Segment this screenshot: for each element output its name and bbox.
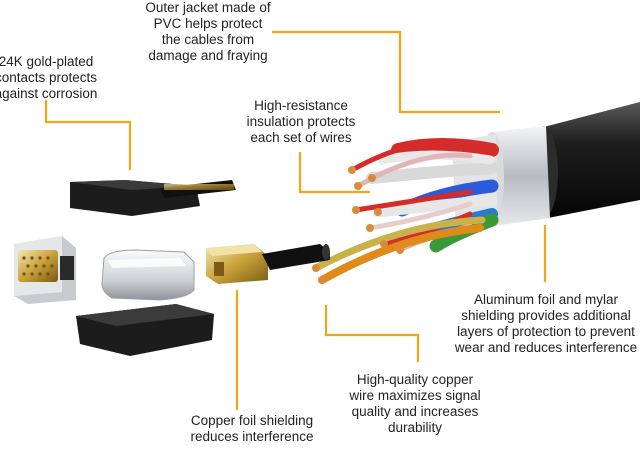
copper-wire-annotation-line: durability — [387, 420, 443, 435]
foil-annotation-line: shielding provides additional — [461, 308, 631, 323]
copper-wire-annotation: High-quality copper wire maximizes signa… — [340, 372, 490, 436]
copper-foil-annotation-line: Copper foil shielding — [190, 413, 314, 428]
copper-foil-piece — [206, 244, 330, 284]
gold-annotation-line: against corrosion — [0, 86, 98, 101]
jacket-annotation: Outer jacket made of PVC helps protect t… — [143, 0, 273, 64]
insulation-annotation-line: each set of wires — [250, 130, 352, 145]
jacket-annotation-line: PVC helps protect — [153, 16, 263, 31]
copper-wire-annotation-line: quality and increases — [351, 404, 479, 419]
cable-illustration — [312, 102, 640, 284]
foil-annotation: Aluminum foil and mylar shielding provid… — [446, 292, 640, 356]
metal-shell — [101, 249, 195, 301]
leader-line-insulation — [298, 152, 370, 194]
insulation-annotation-line: insulation protects — [246, 114, 356, 129]
copper-foil-annotation: Copper foil shielding reduces interferen… — [184, 413, 320, 445]
copper-wire-annotation-line: wire maximizes signal — [349, 388, 481, 403]
gold-annotation: 24K gold-plated contacts protects agains… — [0, 54, 106, 102]
jacket-annotation-line: the cables from — [161, 32, 255, 47]
leader-line-jacket — [272, 30, 500, 114]
gold-contact-block — [14, 236, 76, 304]
jacket-annotation-line: Outer jacket made of — [145, 0, 271, 15]
copper-foil-annotation-line: reduces interference — [190, 429, 314, 444]
foil-annotation-line: wear and reduces interference — [454, 340, 638, 355]
connector-parts — [14, 180, 330, 356]
leader-line-gold — [44, 100, 132, 170]
jacket-annotation-line: damage and fraying — [148, 48, 268, 63]
gold-annotation-line: contacts protects — [0, 70, 98, 85]
insulation-annotation: High-resistance insulation protects each… — [236, 98, 366, 146]
copper-wire-annotation-line: High-quality copper — [356, 372, 474, 387]
leader-lines — [44, 30, 547, 410]
insulation-annotation-line: High-resistance — [254, 98, 348, 113]
foil-annotation-line: layers of protection to prevent — [457, 324, 635, 339]
foil-annotation-line: Aluminum foil and mylar — [473, 292, 619, 307]
leader-line-copper-wire — [324, 305, 420, 362]
gold-annotation-line: 24K gold-plated — [0, 54, 94, 69]
